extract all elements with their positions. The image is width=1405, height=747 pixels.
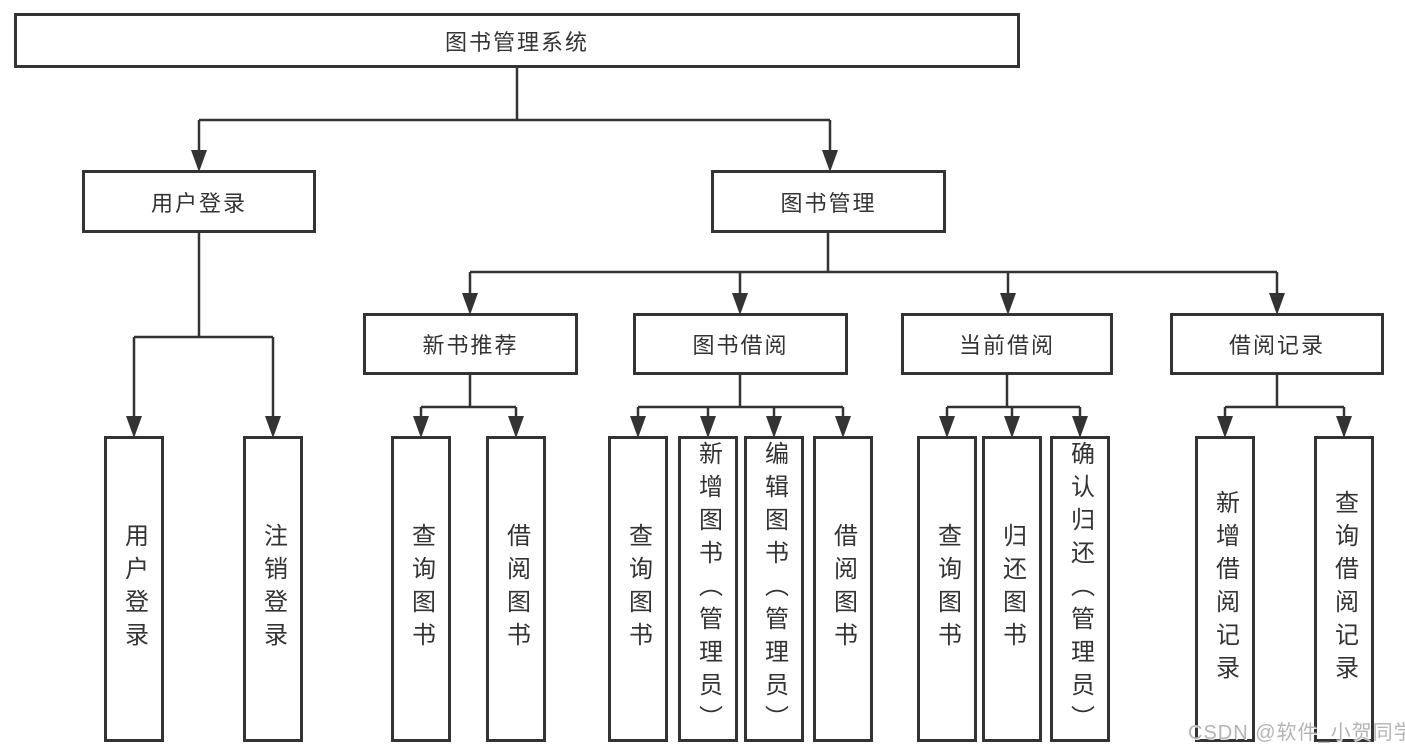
leaf-label: 新增图书（管理员）	[694, 440, 722, 738]
leaf-label: 确认归还（管理员）	[1066, 440, 1094, 738]
leaf-borrow-books-borrowing: 借阅图书	[813, 436, 873, 742]
node-new-book-recommend: 新书推荐	[363, 313, 578, 375]
leaf-add-book-admin: 新增图书（管理员）	[678, 436, 738, 742]
leaf-query-books-current: 查询图书	[917, 436, 977, 742]
leaf-edit-book-admin: 编辑图书（管理员）	[744, 436, 804, 742]
node-user-login: 用户登录	[82, 170, 316, 233]
leaf-label: 借阅图书	[829, 523, 857, 655]
leaf-label: 用户登录	[120, 523, 148, 655]
leaf-label: 借阅图书	[502, 523, 530, 655]
leaf-label: 查询图书	[624, 523, 652, 655]
leaf-label: 注销登录	[259, 523, 287, 655]
leaf-query-borrow-record: 查询借阅记录	[1314, 436, 1374, 742]
node-library-system: 图书管理系统	[14, 13, 1020, 68]
leaf-label: 查询图书	[407, 523, 435, 655]
leaf-query-books-recommend: 查询图书	[391, 436, 451, 742]
leaf-label: 归还图书	[998, 523, 1026, 655]
leaf-borrow-books-recommend: 借阅图书	[486, 436, 546, 742]
node-label: 用户登录	[150, 190, 247, 216]
leaf-return-book: 归还图书	[982, 436, 1042, 742]
leaf-label: 新增借阅记录	[1211, 490, 1239, 688]
leaf-label: 查询借阅记录	[1330, 490, 1358, 688]
node-borrowing-records: 借阅记录	[1170, 313, 1384, 375]
leaf-confirm-return-admin: 确认归还（管理员）	[1050, 436, 1110, 742]
node-label: 新书推荐	[422, 333, 519, 358]
csdn-watermark: CSDN @软件_小贺同学	[1188, 722, 1405, 744]
leaf-logout: 注销登录	[243, 436, 303, 742]
leaf-label: 查询图书	[933, 523, 961, 655]
node-book-management: 图书管理	[711, 170, 946, 233]
node-book-borrowing: 图书借阅	[633, 313, 848, 375]
leaf-label: 编辑图书（管理员）	[760, 440, 788, 738]
leaf-add-borrow-record: 新增借阅记录	[1195, 436, 1255, 742]
leaf-query-books-borrowing: 查询图书	[608, 436, 668, 742]
node-label: 图书管理	[780, 190, 877, 216]
leaf-user-login: 用户登录	[104, 436, 164, 742]
node-label: 当前借阅	[958, 333, 1055, 358]
node-label: 借阅记录	[1228, 333, 1325, 358]
node-label: 图书管理系统	[444, 29, 589, 55]
node-current-borrowing: 当前借阅	[901, 313, 1113, 375]
node-label: 图书借阅	[692, 333, 789, 358]
